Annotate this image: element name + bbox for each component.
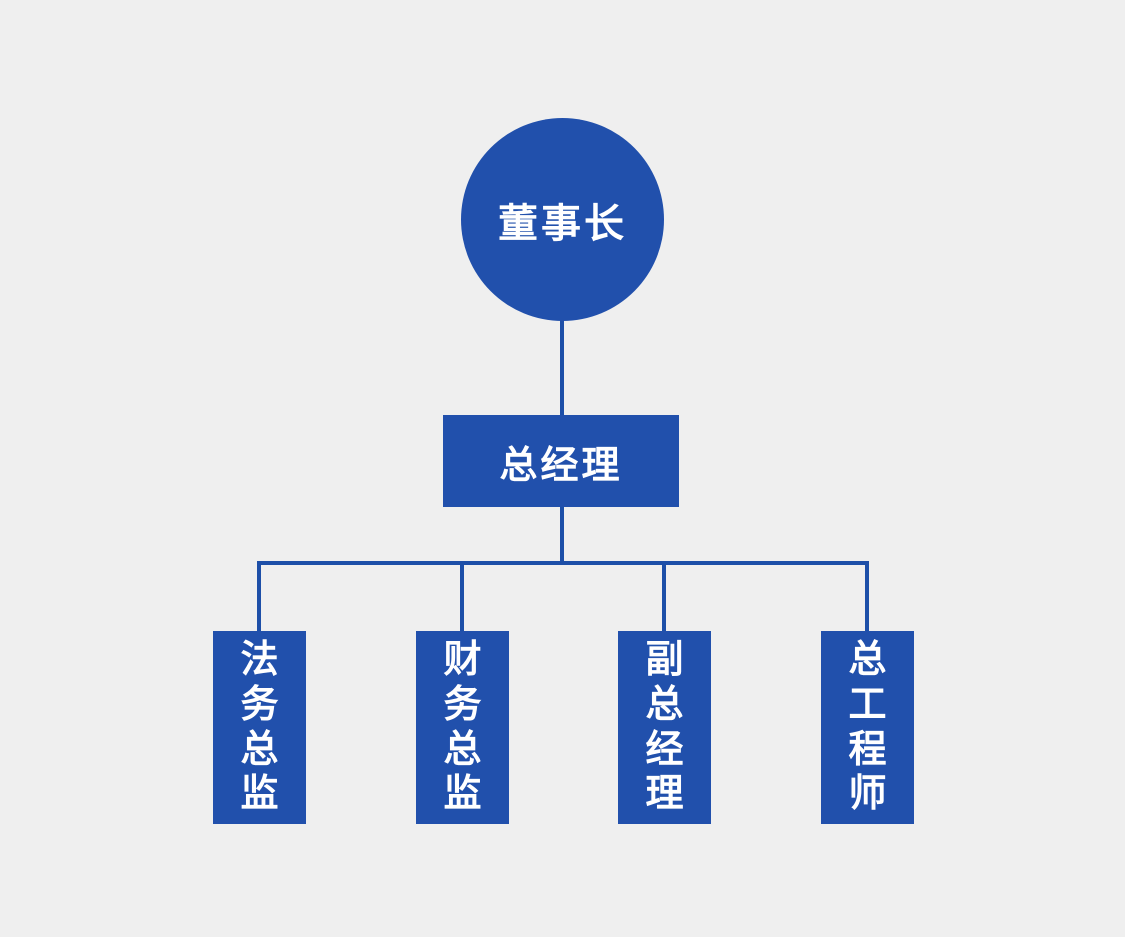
node-deputy-general-manager: 副总经理 <box>618 631 711 824</box>
connector-drop-chief-engineer <box>865 561 869 632</box>
connector-drop-deputy-general-manager <box>662 561 666 632</box>
connector-chairman-to-gm <box>560 320 564 416</box>
node-finance-director: 财务总监 <box>416 631 509 824</box>
node-legal-director: 法务总监 <box>213 631 306 824</box>
connector-drop-legal-director <box>257 561 261 632</box>
node-legal-director-label: 法务总监 <box>240 638 279 816</box>
node-general-manager: 总经理 <box>443 415 679 507</box>
connector-gm-to-bus <box>560 507 564 565</box>
node-general-manager-label: 总经理 <box>499 444 623 487</box>
connector-horizontal-bus <box>257 561 869 565</box>
node-chairman: 董事长 <box>461 118 664 321</box>
node-chairman-label: 董事长 <box>498 201 627 246</box>
connector-drop-finance-director <box>460 561 464 632</box>
node-finance-director-label: 财务总监 <box>443 638 482 816</box>
node-chief-engineer: 总工程师 <box>821 631 914 824</box>
node-chief-engineer-label: 总工程师 <box>848 638 887 816</box>
node-deputy-general-manager-label: 副总经理 <box>645 638 684 816</box>
